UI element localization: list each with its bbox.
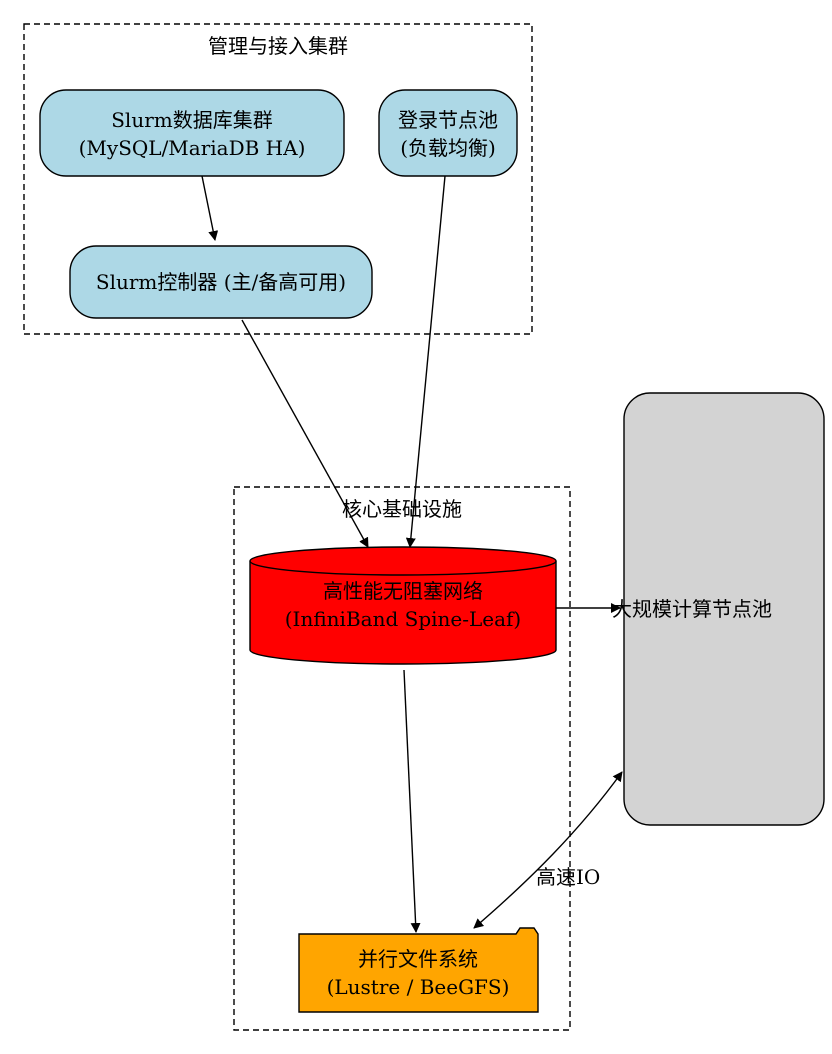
edge-controller-to-network <box>241 319 369 548</box>
node-login-pool: 登录节点池 (负载均衡) <box>378 89 518 177</box>
node-infiniband-network-subtitle: (InfiniBand Spine-Leaf) <box>285 607 521 631</box>
management-cluster: 管理与接入集群 <box>23 23 533 335</box>
edge-db-to-controller <box>201 175 219 241</box>
node-infiniband-network-title: 高性能无阻塞网络 <box>323 579 483 603</box>
node-compute-pool: 大规模计算节点池 <box>612 392 825 826</box>
node-parallel-filesystem-subtitle: (Lustre / BeeGFS) <box>327 975 510 999</box>
edge-network-to-filesystem <box>403 669 421 933</box>
edge-filesystem-compute-io <box>473 771 623 929</box>
node-compute-pool-title: 大规模计算节点池 <box>612 597 772 621</box>
edges: 高速IO <box>201 175 623 933</box>
node-infiniband-network: 高性能无阻塞网络 (InfiniBand Spine-Leaf) <box>249 546 557 665</box>
core-cluster-label: 核心基础设施 <box>342 497 462 521</box>
core-cluster: 核心基础设施 <box>233 486 571 1031</box>
management-cluster-label: 管理与接入集群 <box>208 34 348 58</box>
edge-login-to-network <box>405 175 446 548</box>
node-slurm-database-title: Slurm数据库集群 <box>111 108 273 132</box>
node-login-pool-subtitle: (负载均衡) <box>400 136 496 160</box>
edge-storage-io-label: 高速IO <box>536 865 600 889</box>
node-parallel-filesystem-title: 并行文件系统 <box>358 947 478 971</box>
node-slurm-database-subtitle: (MySQL/MariaDB HA) <box>79 136 306 160</box>
node-parallel-filesystem: 并行文件系统 (Lustre / BeeGFS) <box>298 927 539 1013</box>
node-login-pool-title: 登录节点池 <box>398 108 498 132</box>
node-slurm-database: Slurm数据库集群 (MySQL/MariaDB HA) <box>39 89 345 177</box>
node-slurm-controller: Slurm控制器 (主/备高可用) <box>69 245 373 319</box>
node-slurm-controller-title: Slurm控制器 (主/备高可用) <box>96 270 346 294</box>
